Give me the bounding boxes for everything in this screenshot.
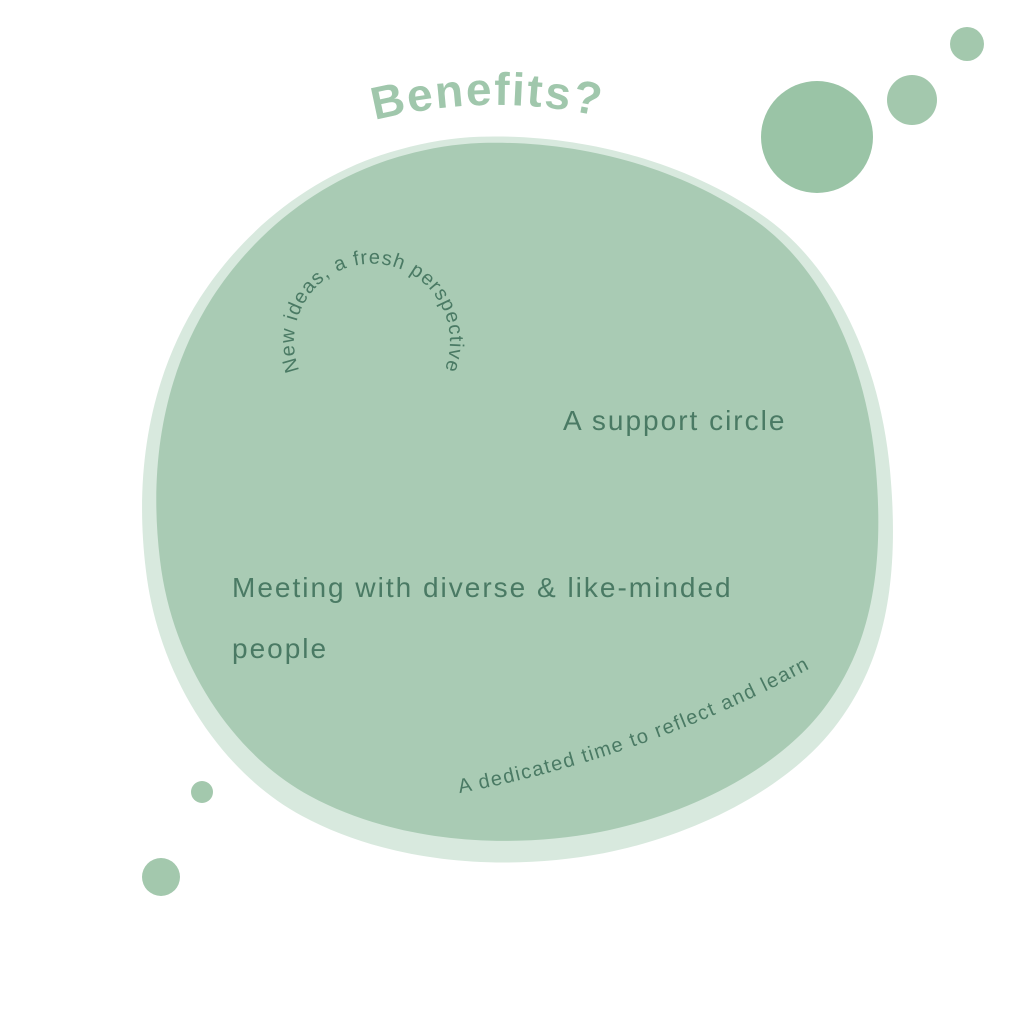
decorative-dot-small-bottom-left [191, 781, 213, 803]
decorative-dot-large-top-right [761, 81, 873, 193]
benefit-meeting-line1: Meeting with diverse & like-minded [232, 572, 733, 603]
benefit-support-text: A support circle [563, 405, 786, 436]
page-title: Benefits? [366, 63, 608, 130]
decorative-dot-medium-top-right [887, 75, 937, 125]
decorative-dot-medium-bottom-left [142, 858, 180, 896]
blob-main [156, 142, 879, 841]
page-title-text: Benefits? [366, 63, 606, 130]
benefit-meeting-line2: people [232, 633, 328, 664]
decorative-dot-small-top-corner [950, 27, 984, 61]
